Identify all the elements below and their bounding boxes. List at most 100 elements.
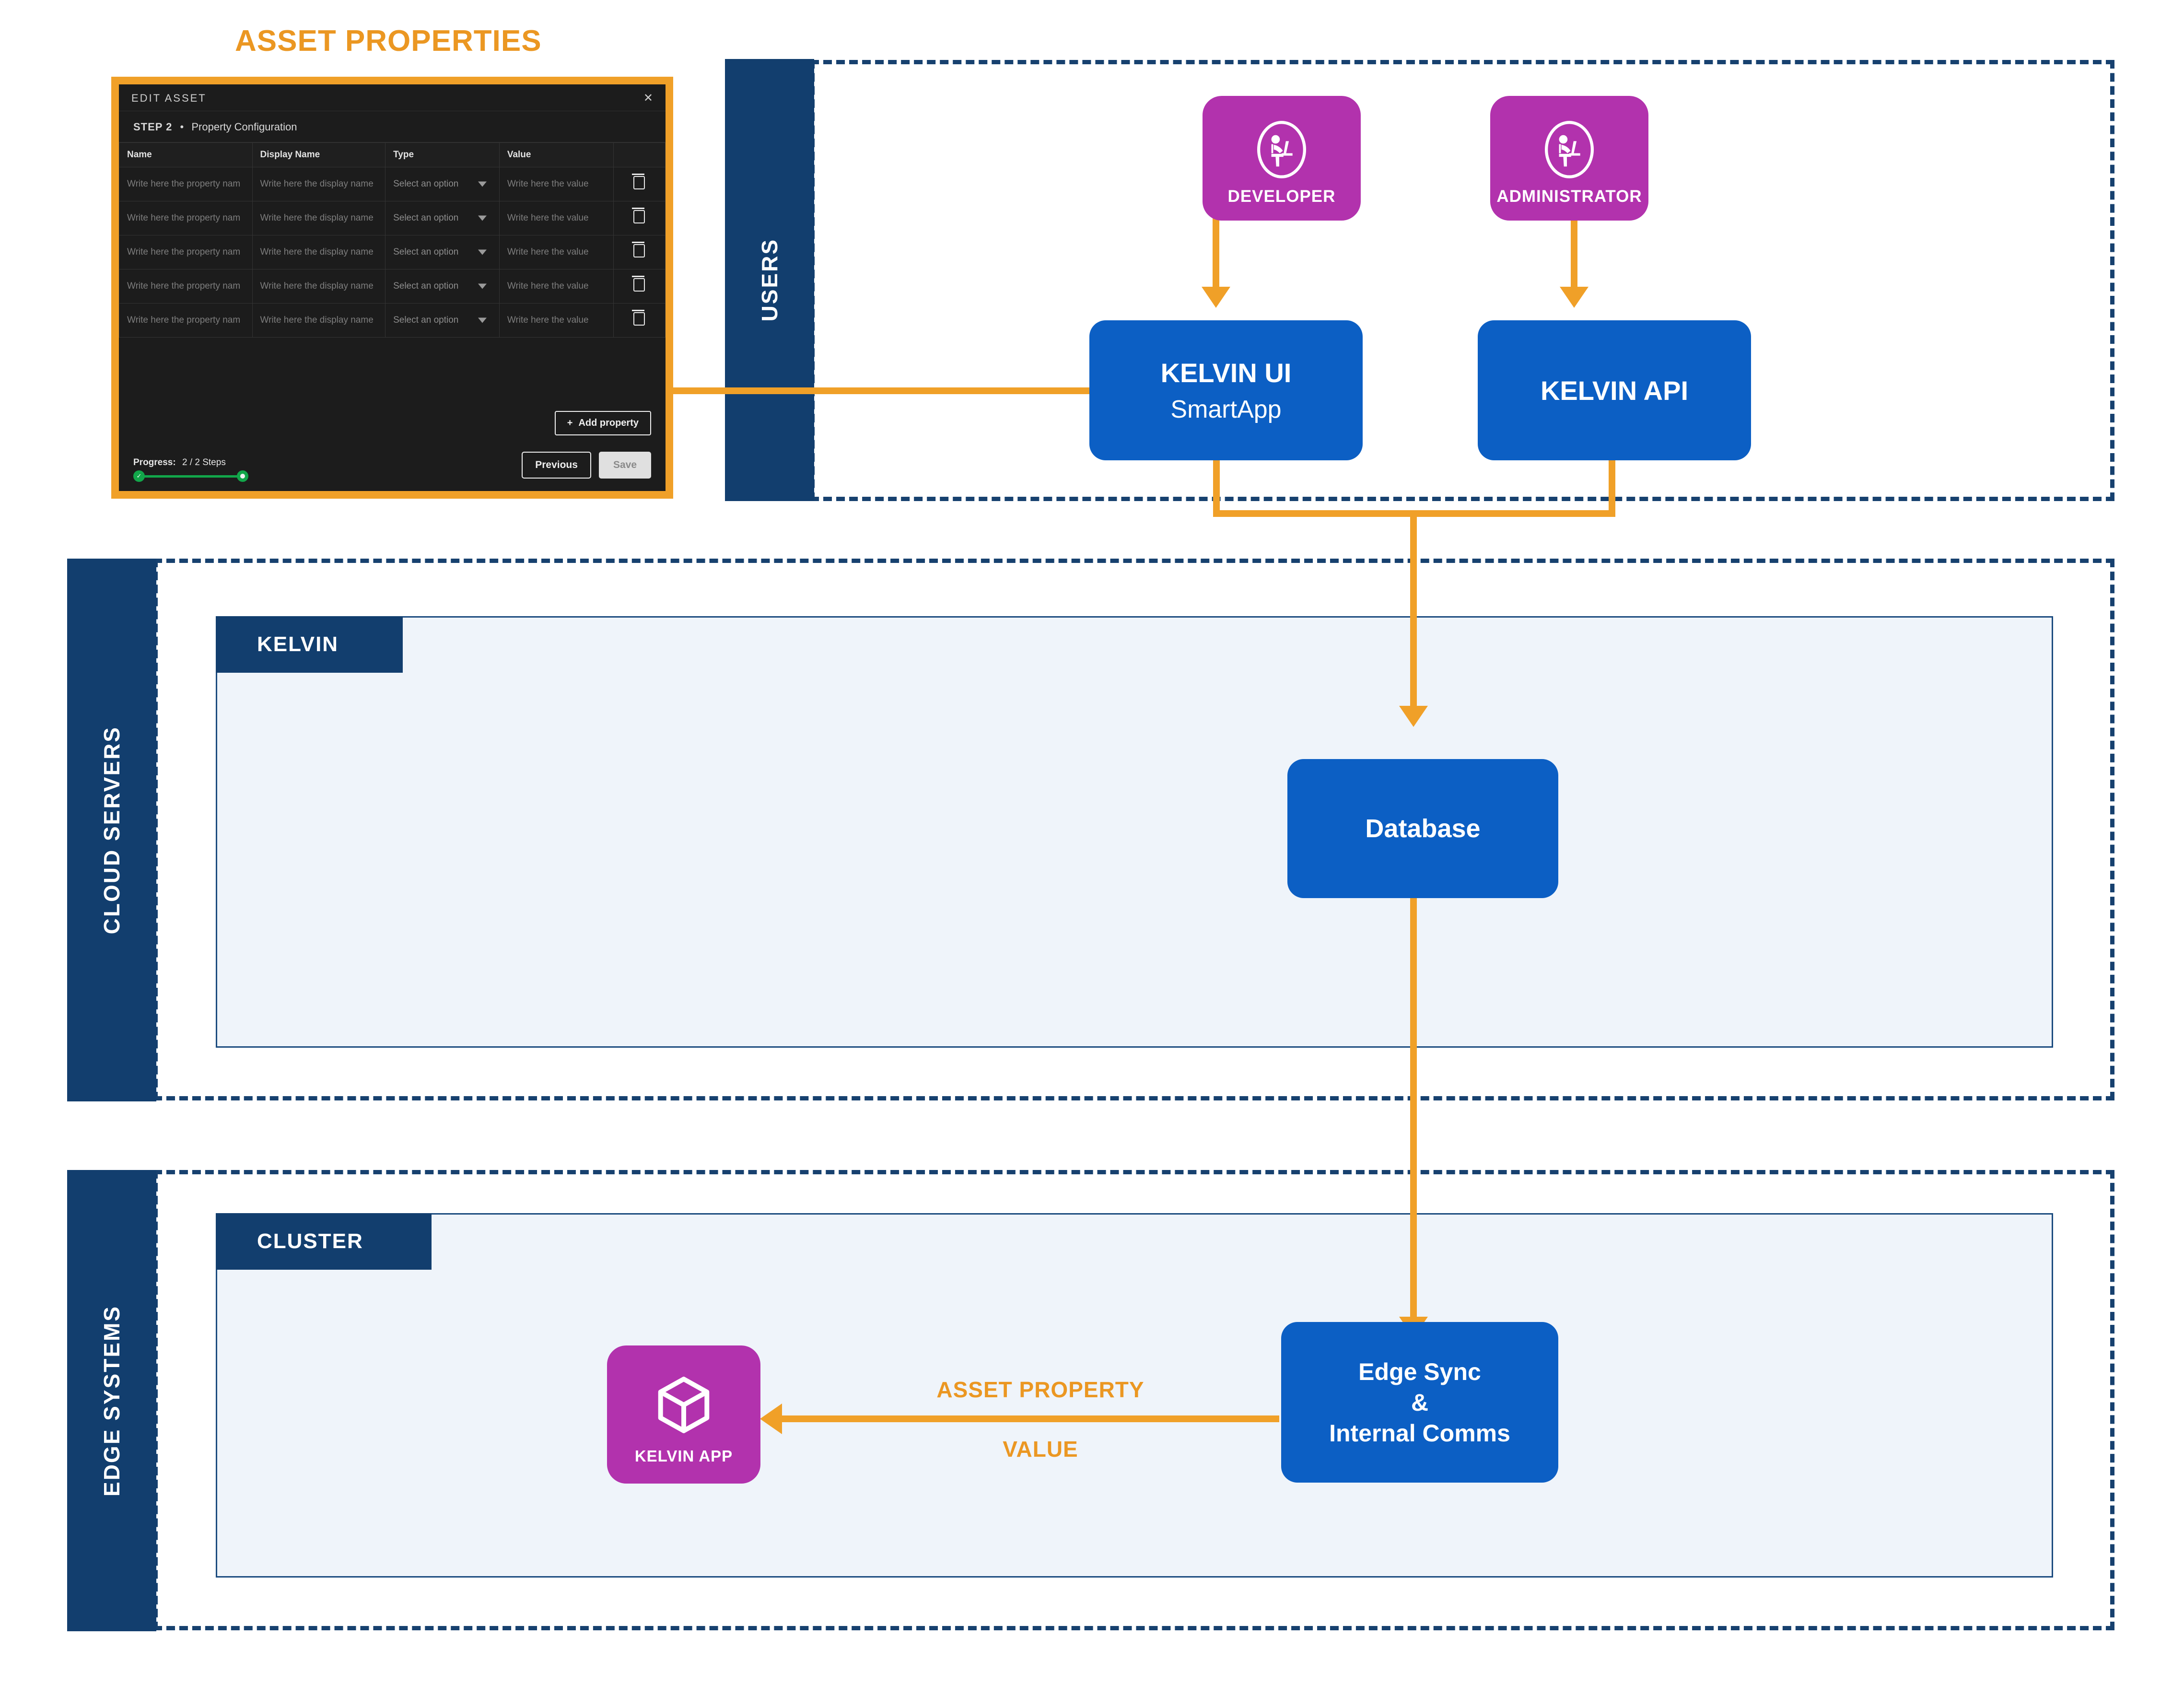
property-type-select[interactable]: Select an option bbox=[385, 167, 500, 201]
progress-value: 2 / 2 Steps bbox=[182, 457, 226, 468]
property-type-value: Select an option bbox=[393, 281, 459, 291]
modal-titlebar: EDIT ASSET ✕ bbox=[119, 84, 666, 111]
connector-database-to-edge-sync bbox=[1410, 897, 1417, 1323]
modal-step-separator: • bbox=[180, 121, 184, 133]
progress-indicator: Progress: 2 / 2 Steps ✓ bbox=[133, 457, 248, 482]
zone-band-edge-systems: EDGE SYSTEMS bbox=[67, 1170, 156, 1631]
delete-row-button[interactable] bbox=[613, 303, 666, 338]
property-type-value: Select an option bbox=[393, 247, 459, 257]
table-header-row: Name Display Name Type Value bbox=[119, 142, 666, 167]
column-header-value: Value bbox=[499, 142, 614, 167]
property-value-input[interactable]: Write here the value bbox=[499, 201, 614, 235]
property-value-input[interactable]: Write here the value bbox=[499, 269, 614, 304]
edge-label-line2: VALUE bbox=[1003, 1436, 1078, 1462]
connector-modal-to-kelvin-ui bbox=[662, 387, 1091, 394]
progress-prefix: Progress: bbox=[133, 457, 176, 468]
progress-bar-fill bbox=[138, 475, 244, 478]
edit-asset-modal: EDIT ASSET ✕ STEP 2 • Property Configura… bbox=[119, 84, 666, 491]
close-icon[interactable]: ✕ bbox=[643, 92, 653, 105]
zone-band-cloud-servers: CLOUD SERVERS bbox=[67, 559, 156, 1101]
trash-icon bbox=[632, 174, 645, 189]
chevron-down-icon bbox=[478, 249, 487, 255]
property-value-input[interactable]: Write here the value bbox=[499, 235, 614, 269]
plus-icon: + bbox=[567, 418, 573, 428]
node-edge-sync[interactable]: Edge Sync & Internal Comms bbox=[1281, 1322, 1558, 1483]
modal-footer: Progress: 2 / 2 Steps ✓ Previous Save bbox=[119, 452, 666, 491]
add-property-button[interactable]: + Add property bbox=[554, 411, 651, 435]
add-property-label: Add property bbox=[578, 418, 639, 428]
property-type-select[interactable]: Select an option bbox=[385, 269, 500, 304]
node-administrator[interactable]: ADMINISTRATOR bbox=[1490, 96, 1648, 221]
kelvin-panel-label: KELVIN bbox=[257, 632, 339, 656]
person-at-desk-icon bbox=[1539, 119, 1600, 182]
chevron-down-icon bbox=[478, 283, 487, 289]
property-display-name-input[interactable]: Write here the display name bbox=[252, 167, 386, 201]
kelvin-panel bbox=[216, 616, 2053, 1048]
node-kelvin-ui-subtitle: SmartApp bbox=[1170, 395, 1282, 423]
previous-button[interactable]: Previous bbox=[522, 452, 591, 479]
table-row: Write here the property nam Write here t… bbox=[119, 269, 666, 304]
property-display-name-input[interactable]: Write here the display name bbox=[252, 201, 386, 235]
node-database[interactable]: Database bbox=[1287, 759, 1558, 898]
node-kelvin-api-title: KELVIN API bbox=[1540, 375, 1689, 406]
person-at-desk-icon bbox=[1251, 119, 1312, 182]
modal-step-label: STEP 2 bbox=[133, 121, 173, 133]
delete-row-button[interactable] bbox=[613, 167, 666, 201]
cluster-panel bbox=[216, 1213, 2053, 1578]
column-header-type: Type bbox=[385, 142, 500, 167]
arrowhead-edge-sync-to-kelvin-app bbox=[760, 1403, 782, 1434]
property-value-input[interactable]: Write here the value bbox=[499, 303, 614, 338]
trash-icon bbox=[632, 242, 645, 257]
modal-spacer: + Add property bbox=[119, 338, 666, 452]
zone-band-edge-systems-label: EDGE SYSTEMS bbox=[99, 1305, 124, 1497]
table-row: Write here the property nam Write here t… bbox=[119, 235, 666, 269]
cluster-panel-label: CLUSTER bbox=[257, 1229, 363, 1253]
progress-step-1-check-icon: ✓ bbox=[133, 470, 145, 482]
trash-icon bbox=[632, 310, 645, 326]
delete-row-button[interactable] bbox=[613, 235, 666, 269]
table-row: Write here the property nam Write here t… bbox=[119, 167, 666, 201]
property-name-input[interactable]: Write here the property nam bbox=[119, 235, 253, 269]
node-kelvin-api[interactable]: KELVIN API bbox=[1478, 320, 1751, 460]
property-name-input[interactable]: Write here the property nam bbox=[119, 201, 253, 235]
connector-kelvin-api-down bbox=[1609, 459, 1615, 517]
node-developer[interactable]: DEVELOPER bbox=[1203, 96, 1361, 221]
property-type-select[interactable]: Select an option bbox=[385, 303, 500, 338]
edit-asset-modal-frame: EDIT ASSET ✕ STEP 2 • Property Configura… bbox=[111, 77, 673, 499]
modal-footer-buttons: Previous Save bbox=[522, 452, 651, 479]
save-button[interactable]: Save bbox=[598, 452, 651, 479]
connector-administrator-to-kelvin-api bbox=[1571, 213, 1577, 291]
zone-band-users: USERS bbox=[725, 59, 814, 501]
property-display-name-input[interactable]: Write here the display name bbox=[252, 303, 386, 338]
node-edge-sync-line3: Internal Comms bbox=[1329, 1419, 1510, 1447]
property-type-select[interactable]: Select an option bbox=[385, 235, 500, 269]
column-header-display-name: Display Name bbox=[252, 142, 386, 167]
node-edge-sync-line1: Edge Sync bbox=[1358, 1358, 1481, 1385]
delete-row-button[interactable] bbox=[613, 269, 666, 304]
table-row: Write here the property nam Write here t… bbox=[119, 303, 666, 338]
property-type-select[interactable]: Select an option bbox=[385, 201, 500, 235]
progress-text: Progress: 2 / 2 Steps bbox=[133, 457, 248, 468]
zone-band-cloud-servers-label: CLOUD SERVERS bbox=[99, 725, 124, 935]
property-type-value: Select an option bbox=[393, 179, 459, 189]
property-value-input[interactable]: Write here the value bbox=[499, 167, 614, 201]
property-type-value: Select an option bbox=[393, 315, 459, 325]
chevron-down-icon bbox=[478, 215, 487, 221]
property-type-value: Select an option bbox=[393, 213, 459, 223]
trash-icon bbox=[632, 276, 645, 292]
zone-band-users-label: USERS bbox=[757, 238, 782, 322]
property-display-name-input[interactable]: Write here the display name bbox=[252, 235, 386, 269]
property-name-input[interactable]: Write here the property nam bbox=[119, 167, 253, 201]
node-kelvin-ui[interactable]: KELVIN UI SmartApp bbox=[1089, 320, 1363, 460]
node-kelvin-app[interactable]: KELVIN APP bbox=[607, 1345, 760, 1484]
progress-step-2-dot bbox=[237, 470, 248, 482]
table-row: Write here the property nam Write here t… bbox=[119, 201, 666, 235]
cluster-panel-tab: CLUSTER bbox=[216, 1213, 432, 1270]
trash-icon bbox=[632, 208, 645, 223]
property-name-input[interactable]: Write here the property nam bbox=[119, 303, 253, 338]
delete-row-button[interactable] bbox=[613, 201, 666, 235]
users-zone-container bbox=[810, 60, 2114, 501]
property-name-input[interactable]: Write here the property nam bbox=[119, 269, 253, 304]
property-display-name-input[interactable]: Write here the display name bbox=[252, 269, 386, 304]
node-database-label: Database bbox=[1365, 814, 1481, 843]
